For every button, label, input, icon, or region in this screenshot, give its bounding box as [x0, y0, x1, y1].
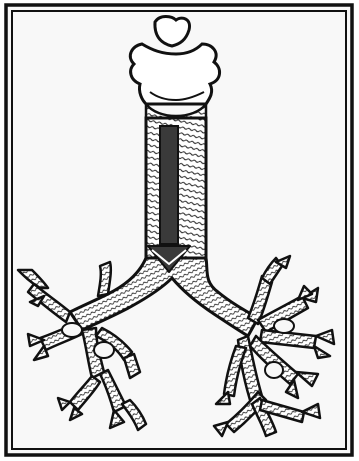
left-lobe-gap-1 — [62, 323, 82, 337]
left-lobe-gap-2 — [94, 342, 114, 358]
right-lobe-gap-2 — [265, 362, 283, 378]
right-lobe-gap-1 — [274, 319, 294, 333]
larynx — [130, 44, 219, 104]
